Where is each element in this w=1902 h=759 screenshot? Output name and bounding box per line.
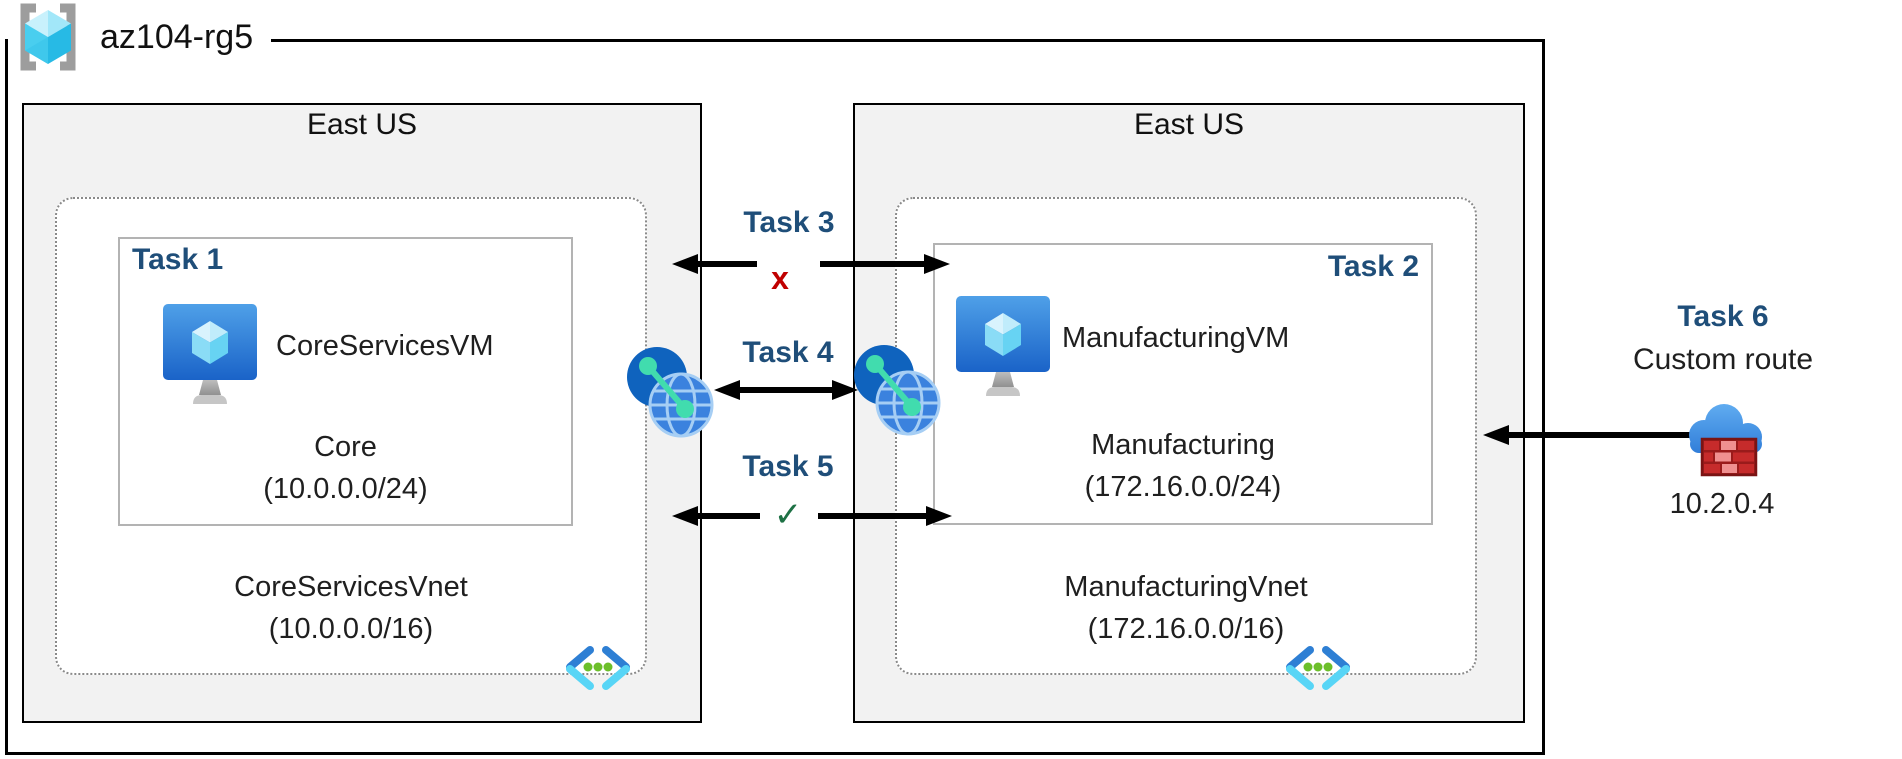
- task5-label: Task 5: [742, 450, 834, 483]
- task3-blocked-marker: x: [771, 260, 789, 296]
- vm-name-right: ManufacturingVM: [1062, 322, 1290, 354]
- subnet-label-right: Manufacturing (172.16.0.0/24): [933, 424, 1433, 508]
- vm-icon-left: [163, 304, 257, 404]
- firewall-bricks: [1700, 437, 1758, 477]
- custom-route-ip: 10.2.0.4: [1669, 488, 1775, 520]
- subnet-box-left: [118, 237, 573, 526]
- vnet-label-right: ManufacturingVnet (172.16.0.0/16): [895, 566, 1477, 650]
- peering-icon-left: [627, 347, 714, 438]
- subnet-box-right: [933, 243, 1433, 525]
- subnet-cidr-right: (172.16.0.0/24): [1084, 471, 1282, 503]
- subnet-name-right: Manufacturing: [1091, 429, 1275, 461]
- vnet-name-right: ManufacturingVnet: [1064, 571, 1308, 603]
- vnet-icon-left: [566, 646, 630, 690]
- vnet-label-left: CoreServicesVnet (10.0.0.0/16): [55, 566, 647, 650]
- task6-label: Task 6: [1677, 300, 1769, 333]
- vnet-cidr-right: (172.16.0.0/16): [1087, 613, 1285, 645]
- task5-allowed-marker: ✓: [773, 496, 803, 534]
- resource-group-name: az104-rg5: [100, 17, 254, 56]
- subnet-cidr-left: (10.0.0.0/24): [263, 473, 428, 505]
- region-title-left: East US: [306, 108, 418, 141]
- region-title-right: East US: [1133, 108, 1245, 141]
- vnet-icon-right: [1286, 646, 1350, 690]
- task1-label: Task 1: [132, 243, 224, 276]
- vm-icon-right: [956, 296, 1050, 396]
- resource-group-icon: [20, 3, 76, 71]
- vm-name-left: CoreServicesVM: [276, 330, 494, 362]
- custom-route-label: Custom route: [1632, 343, 1814, 376]
- subnet-name-left: Core: [314, 431, 377, 463]
- custom-route-icon: [1689, 404, 1762, 477]
- task2-label: Task 2: [1327, 250, 1419, 283]
- peering-icon-right: [854, 345, 941, 436]
- task4-label: Task 4: [742, 336, 834, 369]
- subnet-label-left: Core (10.0.0.0/24): [118, 426, 573, 510]
- vnet-name-left: CoreServicesVnet: [234, 571, 468, 603]
- task3-label: Task 3: [743, 206, 835, 239]
- vnet-cidr-left: (10.0.0.0/16): [268, 613, 434, 645]
- resource-group-label-group: az104-rg5: [8, 0, 272, 74]
